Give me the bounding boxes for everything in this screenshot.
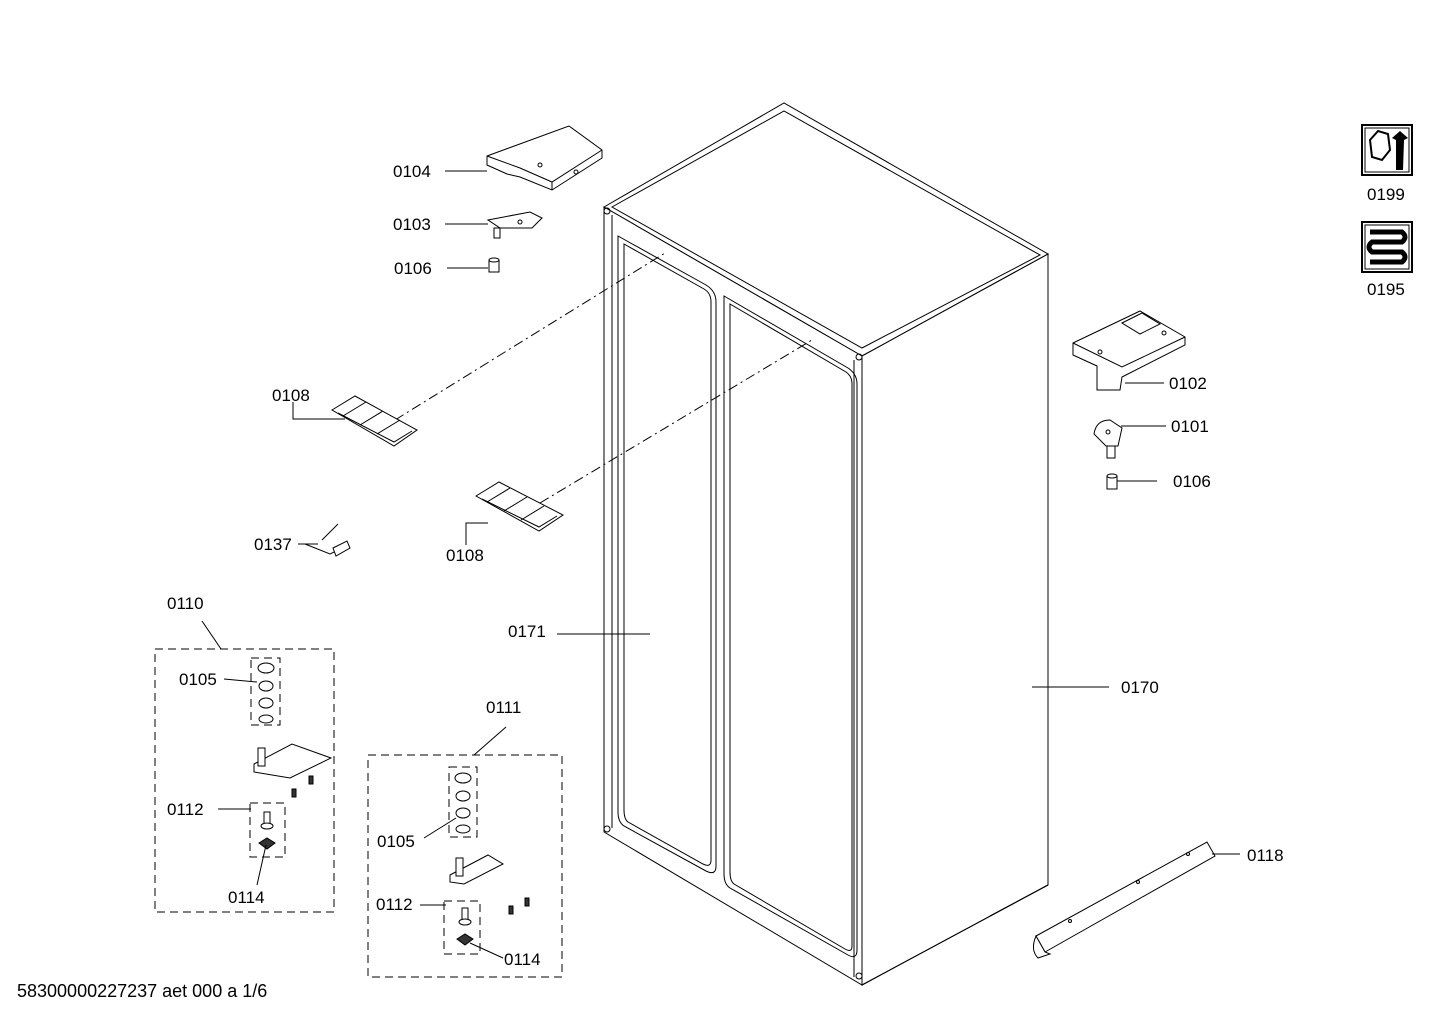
hinge-0101[interactable] (1093, 419, 1123, 459)
label-0106-right: 0106 (1173, 472, 1211, 491)
label-0118: 0118 (1247, 846, 1284, 865)
label-0199: 0199 (1367, 185, 1405, 204)
label-0101: 0101 (1171, 417, 1209, 436)
rail-0118[interactable] (1032, 841, 1216, 959)
label-0110: 0110 (167, 594, 204, 613)
hinge-pin-0106-right[interactable] (1106, 473, 1118, 490)
shelf-support-0108-lower[interactable] (475, 481, 564, 532)
hinge-0103[interactable] (486, 211, 543, 239)
label-0114-b: 0114 (504, 950, 541, 969)
heating-coil-icon (1361, 221, 1413, 273)
label-0108-upper: 0108 (272, 386, 310, 405)
door-gasket-0171[interactable] (617, 235, 858, 958)
label-0108-lower: 0108 (446, 546, 484, 565)
label-0111: 0111 (486, 698, 521, 717)
label-0112-a: 0112 (167, 800, 204, 819)
wrench-nut-icon (1361, 124, 1413, 176)
hinge-cover-0104[interactable] (486, 125, 603, 191)
hinge-cover-0102[interactable] (1072, 310, 1186, 391)
label-0102: 0102 (1169, 374, 1207, 393)
label-0106-left: 0106 (394, 259, 432, 278)
label-0103: 0103 (393, 215, 431, 234)
clip-0137[interactable] (304, 523, 351, 557)
cabinet-0170[interactable] (603, 102, 1050, 986)
label-0137: 0137 (254, 535, 292, 554)
hinge-kit-0110[interactable] (154, 620, 335, 913)
hinge-pin-0106[interactable] (488, 257, 500, 273)
label-0114-a: 0114 (228, 888, 265, 907)
label-0171: 0171 (508, 622, 546, 641)
hinge-kit-0111[interactable] (367, 726, 563, 978)
label-0170: 0170 (1121, 678, 1159, 697)
label-0195: 0195 (1367, 280, 1405, 299)
shelf-support-0108-upper[interactable] (331, 395, 418, 447)
label-0112-b: 0112 (376, 895, 413, 914)
document-footer: 58300000227237 aet 000 a 1/6 (17, 981, 268, 1001)
label-0105-a: 0105 (179, 670, 217, 689)
label-0104: 0104 (393, 162, 431, 181)
label-0105-b: 0105 (377, 832, 415, 851)
